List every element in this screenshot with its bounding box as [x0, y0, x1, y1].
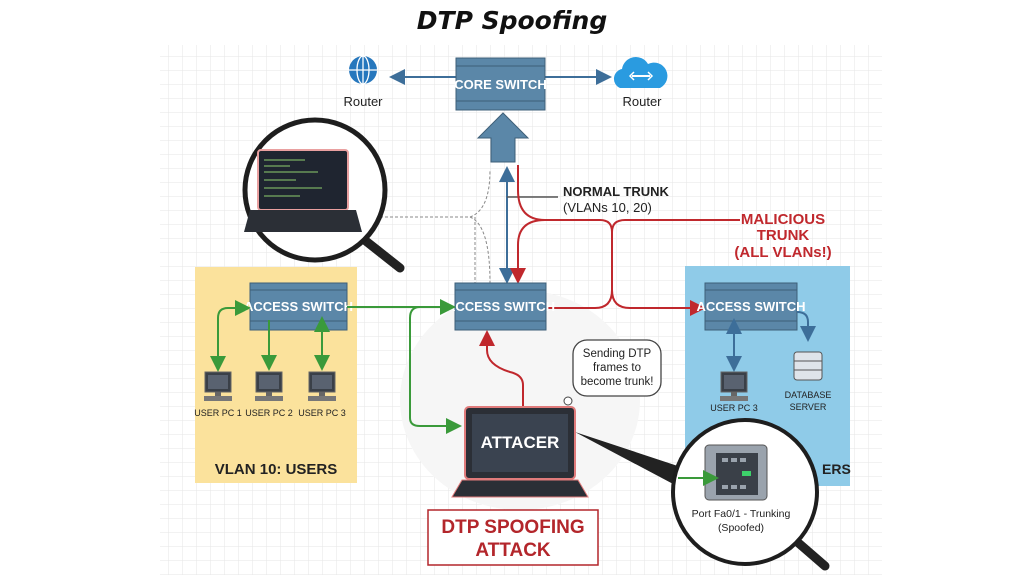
vlan10-label: VLAN 10: USERS	[215, 461, 338, 478]
normal-trunk-label: NORMAL TRUNK	[563, 184, 670, 199]
globe-icon	[349, 55, 377, 85]
dashed-inspect-lines	[375, 169, 491, 290]
cloud-icon	[613, 56, 668, 88]
normal-trunk-vlans: (VLANs 10, 20)	[563, 200, 652, 215]
malicious-trunk-label: MALICIOUS	[741, 211, 825, 228]
speech-line-3: become trunk!	[581, 376, 654, 388]
user-pc-2-label: USER PC 2	[245, 408, 293, 418]
router-right-label: Router	[622, 94, 662, 109]
right-pc-label: USER PC 3	[710, 403, 758, 413]
attack-label-2: ATTACK	[475, 540, 551, 561]
malicious-trunk-label-3: (ALL VLANs!)	[734, 244, 831, 261]
uplink-arrow-icon	[476, 112, 530, 163]
user-pc-3-icon	[308, 371, 336, 401]
port-status-2: (Spoofed)	[718, 522, 764, 534]
access-switch-center-label: ACCESS SWITCH	[446, 299, 555, 314]
right-pc-icon	[720, 371, 748, 401]
malicious-trunk-link	[510, 165, 740, 316]
user-pc-3-label: USER PC 3	[298, 408, 346, 418]
user-pc-2-icon	[255, 371, 283, 401]
diagram-title: DTP Spoofing	[416, 6, 608, 35]
zoom-cone	[575, 432, 702, 494]
attack-label-box: DTP SPOOFING ATTACK	[427, 509, 599, 566]
attacker-link	[479, 330, 524, 408]
attacker-label: ATTACER	[481, 433, 560, 452]
attack-label-1: DTP SPOOFING	[441, 517, 584, 538]
core-switch: CORE SWITCH	[454, 57, 547, 111]
magnifier-port: Port Fa0/1 - Trunking (Spoofed)	[671, 418, 830, 571]
port-status-1: Port Fa0/1 - Trunking	[692, 508, 791, 520]
attacker-laptop: ATTACER	[451, 406, 589, 498]
access-switch-center: ACCESS SWITCH	[446, 282, 555, 331]
access-switch-left-label: ACCESS SWITCH	[244, 299, 353, 314]
database-icon	[793, 351, 823, 381]
db-label-2: SERVER	[790, 402, 827, 412]
speech-line-2: frames to	[593, 362, 641, 374]
malicious-trunk-label-2: TRUNK	[757, 227, 810, 244]
vlan20-label-partial: ERS	[822, 461, 851, 477]
access-switch-right: ACCESS SWITCH	[696, 282, 806, 331]
db-link	[796, 311, 816, 342]
speech-bubble: Sending DTP frames to become trunk!	[558, 339, 662, 412]
user-pc-1-label: USER PC 1	[194, 408, 242, 418]
access-switch-right-label: ACCESS SWITCH	[696, 299, 805, 314]
speech-line-1: Sending DTP	[583, 348, 652, 360]
router-left-label: Router	[343, 94, 383, 109]
user-pc-1-icon	[204, 371, 232, 401]
core-switch-label: CORE SWITCH	[454, 77, 546, 92]
access-switch-left: ACCESS SWITCH	[244, 282, 353, 331]
magnifier-laptop-code	[242, 117, 405, 273]
user-links	[210, 299, 462, 434]
db-label-1: DATABASE	[785, 390, 832, 400]
